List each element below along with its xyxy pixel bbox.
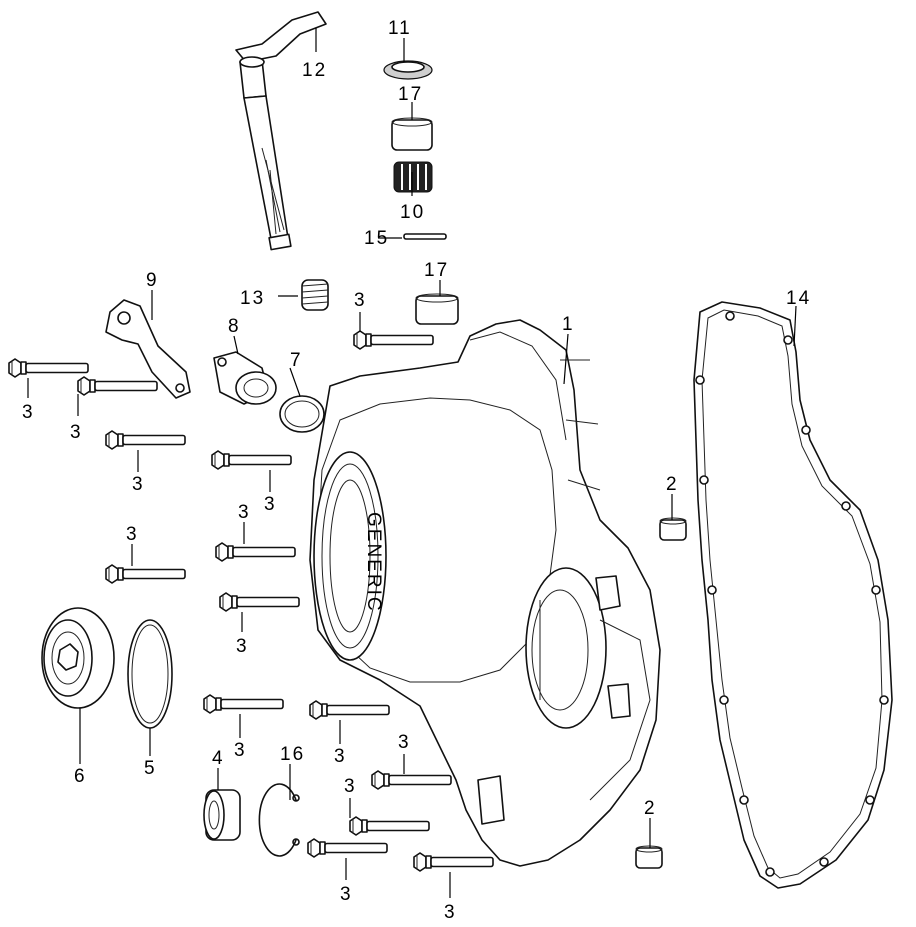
- bushing-part-17-upper: [391, 117, 433, 151]
- leader-lines: [27, 28, 797, 898]
- callout-3f: 3: [238, 502, 251, 523]
- cover-emblem-text: GENERIC: [363, 512, 384, 613]
- bracket-part-9: [105, 299, 191, 399]
- bushing-part-17-lower: [415, 293, 459, 325]
- bushing-part-4: [203, 789, 241, 841]
- spring-part-13: [301, 279, 329, 311]
- bearing-part-10: [393, 161, 433, 193]
- bolt-3-f: [215, 542, 296, 562]
- callout-3b: 3: [70, 422, 83, 443]
- callout-3j: 3: [334, 746, 347, 767]
- callout-16: 16: [280, 744, 305, 765]
- callout-2b: 2: [644, 798, 657, 819]
- callout-13: 13: [240, 288, 265, 309]
- o-ring-part-7: [279, 395, 325, 433]
- callout-3g: 3: [126, 524, 139, 545]
- callout-2a: 2: [666, 474, 679, 495]
- o-ring-part-5: [127, 619, 173, 729]
- crankcase-cover-part-1: GENERIC: [309, 319, 661, 867]
- callout-3c: 3: [132, 474, 145, 495]
- callout-14: 14: [786, 288, 811, 309]
- callout-10: 10: [400, 202, 425, 223]
- callout-9: 9: [146, 270, 159, 291]
- callout-17a: 17: [398, 84, 423, 105]
- callout-1: 1: [562, 314, 575, 335]
- bolt-3-n: [413, 852, 494, 872]
- callout-8: 8: [228, 316, 241, 337]
- callout-3d: 3: [264, 494, 277, 515]
- callout-6: 6: [74, 766, 87, 787]
- callout-4: 4: [212, 748, 225, 769]
- callout-7: 7: [290, 350, 303, 371]
- bolt-3-l: [349, 816, 430, 836]
- callout-labels: 1 2 2 3 3 3 3 3 3 3 3 3 3 3 3 3 3 3 4 5 …: [22, 18, 811, 923]
- bolt-3-m: [307, 838, 388, 858]
- dowel-part-2-upper: [659, 517, 687, 541]
- bolt-3-c: [105, 430, 186, 450]
- bolt-3-b: [77, 376, 158, 396]
- bolt-3-k: [371, 770, 452, 790]
- dowel-part-2-lower: [635, 845, 663, 869]
- shaft-part-12: [235, 11, 327, 251]
- bolt-3-i: [203, 694, 284, 714]
- callout-3e: 3: [354, 290, 367, 311]
- bolt-3-e: [353, 330, 434, 350]
- callout-3n: 3: [444, 902, 457, 923]
- callout-5: 5: [144, 758, 157, 779]
- bolt-3-h: [219, 592, 300, 612]
- bolt-3-d: [211, 450, 292, 470]
- callout-11: 11: [388, 18, 412, 39]
- callout-3a: 3: [22, 402, 35, 423]
- cap-part-6: [41, 607, 115, 709]
- bolt-3-g: [105, 564, 186, 584]
- callout-12: 12: [302, 60, 327, 81]
- callout-3i: 3: [234, 740, 247, 761]
- callout-3k: 3: [398, 732, 411, 753]
- pin-part-15: [403, 233, 447, 240]
- housing-part-8: [213, 351, 277, 405]
- circlip-part-16: [258, 783, 300, 857]
- callout-3m: 3: [340, 884, 353, 905]
- bolt-3-j: [309, 700, 390, 720]
- callout-3h: 3: [236, 636, 249, 657]
- callout-3l: 3: [344, 776, 357, 797]
- bolt-3-a: [8, 358, 89, 378]
- seal-part-11: [383, 60, 433, 80]
- gasket-part-14: [693, 301, 893, 889]
- callout-15: 15: [364, 228, 389, 249]
- callout-17b: 17: [424, 260, 449, 281]
